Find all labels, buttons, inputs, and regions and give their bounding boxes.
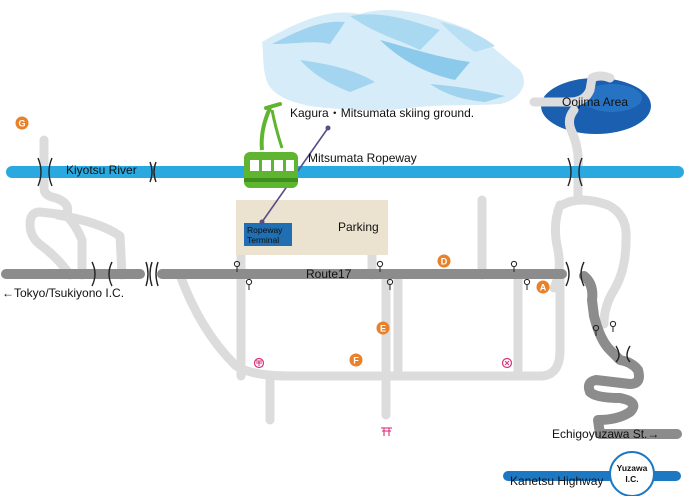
bus-stop-icon [523, 278, 531, 290]
gondola-icon [244, 102, 298, 188]
mountain-icon [262, 9, 524, 111]
tokyo-label: ←Tokyo/Tsukiyono I.C. [2, 286, 124, 300]
road-bridges [91, 261, 631, 363]
bus-stop-icon [510, 260, 518, 272]
route-label: Route17 [306, 267, 352, 281]
marker-d-letter: D [441, 257, 448, 267]
parking-label: Parking [338, 220, 379, 234]
marker-f-letter: F [353, 356, 359, 366]
yuzawa-ic-line2: I.C. [625, 474, 638, 484]
bus-stop-icon [376, 260, 384, 272]
yuzawa-ic-line1: Yuzawa [617, 463, 648, 473]
oojima-lake-highlight [582, 84, 642, 112]
river-label: Kiyotsu River [66, 163, 137, 177]
oojima-label: Oojima Area [562, 95, 628, 109]
marker-g-letter: G [18, 119, 25, 129]
ropeway-terminal-line1: Ropeway [247, 225, 283, 235]
marker-f[interactable]: F [349, 353, 363, 367]
route-17 [1, 269, 682, 439]
shrine-icon [381, 427, 392, 436]
marker-e-letter: E [380, 324, 386, 334]
echigoyuzawa-label: Echigoyuzawa St.→ [552, 427, 659, 441]
kanetsu-label: Kanetsu Highway [510, 474, 603, 488]
marker-e[interactable]: E [376, 321, 390, 335]
bus-stop-icon [386, 278, 394, 290]
bus-stop-icon [592, 324, 600, 336]
bus-stop-icon [609, 320, 617, 332]
bus-stop-icon [233, 260, 241, 272]
river-bridges [37, 157, 583, 187]
bus-stop-icon [245, 278, 253, 290]
marker-d[interactable]: D [437, 254, 451, 268]
minor-roads [25, 71, 631, 425]
marker-a-letter: A [540, 283, 547, 293]
bus-stop-icons [233, 260, 617, 336]
post-office-icon [253, 357, 265, 369]
police-icon [501, 357, 513, 369]
marker-a[interactable]: A [536, 280, 550, 294]
ropeway-terminal: Ropeway Terminal [244, 223, 292, 246]
yuzawa-ic-badge: Yuzawa I.C. [609, 451, 655, 496]
ropeway-terminal-line2: Terminal [247, 235, 279, 245]
marker-g[interactable]: G [15, 116, 29, 130]
ropeway-label: Mitsumata Ropeway [308, 151, 417, 165]
ski-area-label: Kagura・Mitsumata skiing ground. [290, 106, 474, 120]
